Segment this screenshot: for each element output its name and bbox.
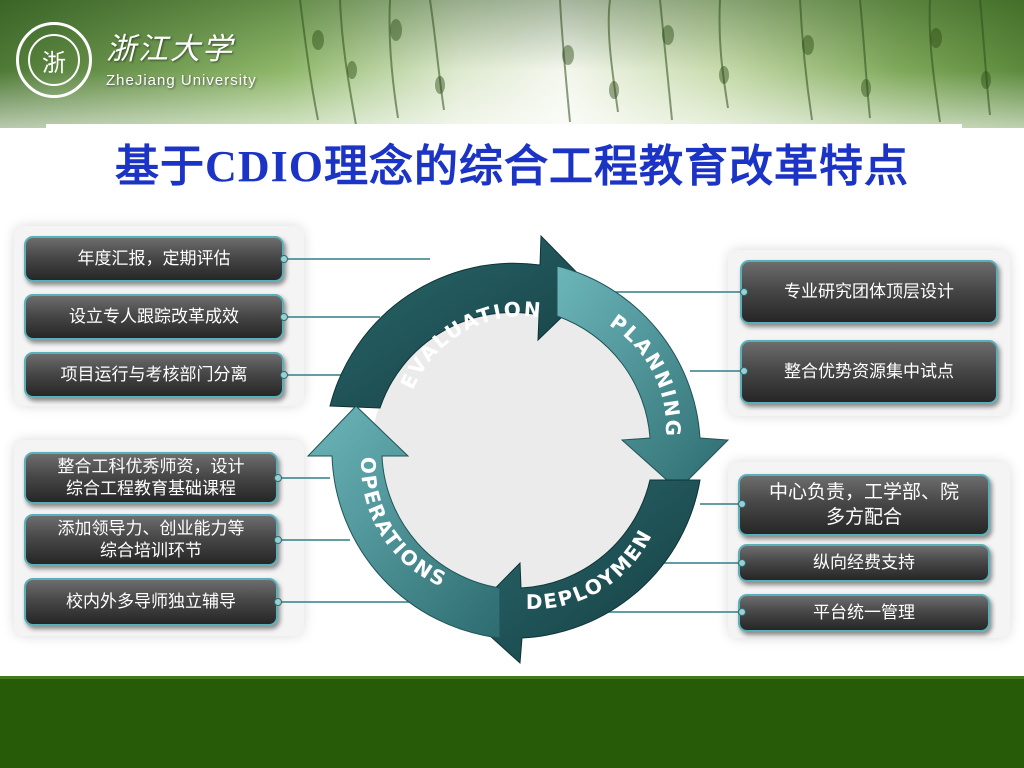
title-band (46, 124, 962, 200)
left-bottom-item-1: 整合工科优秀师资，设计 综合工程教育基础课程 (24, 452, 278, 504)
item-label: 校内外多导师独立辅导 (66, 592, 236, 612)
operations-arrow (306, 405, 501, 639)
right-top-item-1: 专业研究团体顶层设计 (740, 260, 998, 324)
footer-line (0, 676, 1024, 679)
connector-dot (274, 474, 282, 482)
connector-dot (740, 367, 748, 375)
slide-title: 基于CDIO理念的综合工程教育改革特点 (115, 142, 909, 191)
cycle-shadow (370, 308, 670, 608)
connector-dot (274, 536, 282, 544)
item-label: 平台统一管理 (813, 603, 915, 623)
connector-dot (274, 598, 282, 606)
item-label-line: 中心负责，工学部、院 (768, 481, 959, 503)
item-label: 项目运行与考核部门分离 (60, 365, 248, 385)
connector-dot (738, 559, 746, 567)
item-label: 纵向经费支持 (813, 553, 915, 573)
left-top-item-3: 项目运行与考核部门分离 (24, 352, 284, 398)
planning-arrow (556, 265, 730, 491)
left-bottom-item-3: 校内外多导师独立辅导 (24, 578, 278, 626)
connector-dot (738, 608, 746, 616)
item-label: 专业研究团体顶层设计 (784, 282, 954, 302)
evaluation-arrow (329, 234, 593, 409)
item-label: 设立专人跟踪改革成效 (69, 307, 239, 327)
left-bottom-item-2: 添加领导力、创业能力等 综合培训环节 (24, 514, 278, 566)
item-label: 年度汇报，定期评估 (77, 249, 231, 269)
item-label-line: 多方配合 (825, 506, 902, 528)
cdio-cycle-diagram: EVALUATION PLANNING DEPLOYMENT OPERATION… (300, 228, 730, 665)
item-label-line: 整合工科优秀师资，设计 (57, 457, 245, 477)
item-label-line: 综合工程教育基础课程 (66, 479, 236, 499)
deployment-arrow (467, 479, 701, 665)
connector-dot (280, 255, 288, 263)
connector-dot (740, 288, 748, 296)
connector-dot (280, 313, 288, 321)
connector-dot (738, 500, 746, 508)
university-name-en: ZheJiang University (106, 72, 257, 89)
header-banner: 浙 浙江大学 ZheJiang University (0, 0, 1024, 128)
left-top-item-2: 设立专人跟踪改革成效 (24, 294, 284, 340)
item-label-line: 添加领导力、创业能力等 (57, 519, 245, 539)
willow-branches (299, 0, 991, 126)
left-top-item-1: 年度汇报，定期评估 (24, 236, 284, 282)
seal-center: 浙 (28, 34, 80, 86)
connector-dot (280, 371, 288, 379)
item-label: 整合优势资源集中试点 (784, 362, 954, 382)
item-label-line: 综合培训环节 (100, 541, 202, 561)
university-name-cn: 浙江大学 (106, 32, 234, 67)
university-seal-logo: 浙 (16, 22, 92, 98)
right-bottom-item-3: 平台统一管理 (738, 594, 990, 632)
right-bottom-item-2: 纵向经费支持 (738, 544, 990, 582)
header-fade (0, 0, 1024, 128)
right-top-item-2: 整合优势资源集中试点 (740, 340, 998, 404)
right-bottom-item-1: 中心负责，工学部、院 多方配合 (738, 474, 990, 536)
footer-band (0, 676, 1024, 768)
